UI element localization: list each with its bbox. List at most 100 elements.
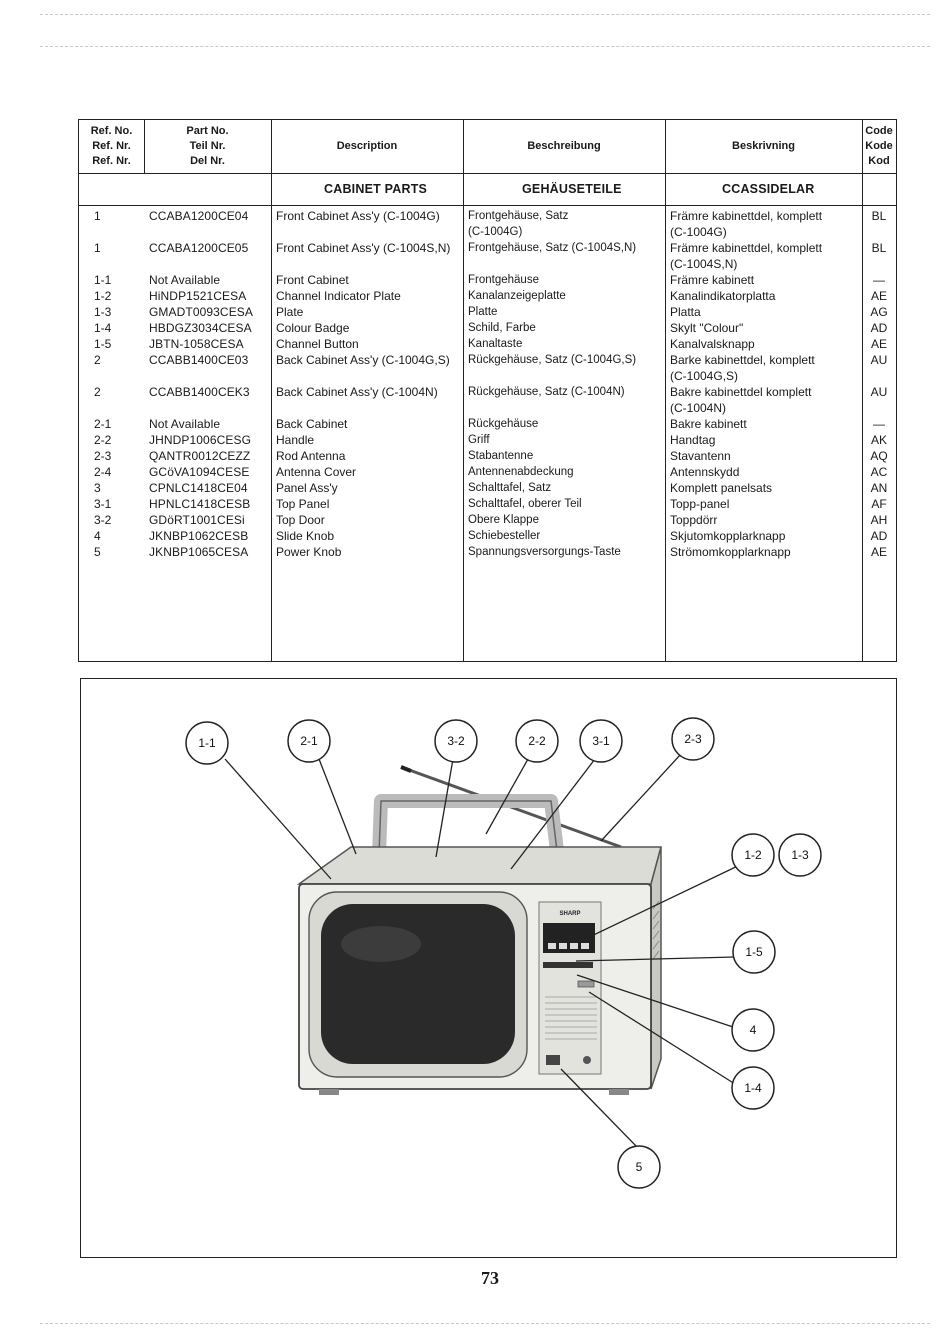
ref-no-cell: 1-2 xyxy=(94,289,112,303)
part-no-cell: HiNDP1521CESA xyxy=(149,289,247,303)
part-no-cell: JHNDP1006CESG xyxy=(149,433,252,447)
header-code-de: Kode xyxy=(865,140,893,152)
table-header: Ref. No. Ref. Nr. Ref. Nr. Part No. Teil… xyxy=(79,120,896,174)
parts-table: Ref. No. Ref. Nr. Ref. Nr. Part No. Teil… xyxy=(78,119,897,662)
beschreibung-cell: Spannungsversorgungs-Taste xyxy=(468,546,621,558)
description-cell: Panel Ass'y xyxy=(276,481,338,495)
callout-1-5 xyxy=(732,930,776,974)
callout-label-2-1: 2-1 xyxy=(300,734,318,748)
description-cell: Rod Antenna xyxy=(276,449,346,463)
price-code-cell: AE xyxy=(870,337,887,351)
exploded-figure: SHARP xyxy=(80,678,897,1258)
beskrivning-cell: Stavantenn xyxy=(670,449,731,463)
section-header: CABINET PARTS GEHÄUSETEILE CCASSIDELAR xyxy=(79,173,896,206)
price-code-cell: AK xyxy=(870,433,887,447)
ref-no-cell: 2 xyxy=(94,353,101,367)
section-title-sv: CCASSIDELAR xyxy=(722,182,815,196)
callout-label-2-2: 2-2 xyxy=(528,734,546,748)
beschreibung-cell: Schalttafel, oberer Teil xyxy=(468,498,582,510)
beschreibung-cell: Rückgehäuse, Satz (C-1004N) xyxy=(468,386,625,398)
description-cell: Colour Badge xyxy=(276,321,350,335)
callout-5 xyxy=(617,1145,661,1189)
ref-no-cell: 4 xyxy=(94,529,101,543)
section-title-de: GEHÄUSETEILE xyxy=(522,182,622,196)
header-beschreibung: Beschreibung xyxy=(463,120,665,173)
ref-no-cell: 3-1 xyxy=(94,497,112,511)
handle xyxy=(372,794,564,855)
beschreibung-cell: Schild, Farbe xyxy=(468,322,536,334)
beschreibung-cell: Kanalanzeigeplatte xyxy=(468,290,566,302)
beschreibung-cell: Frontgehäuse, Satz (C-1004G) xyxy=(468,210,569,238)
part-no-cell: GCöVA1094CESE xyxy=(149,465,250,479)
part-no-cell: CPNLC1418CE04 xyxy=(149,481,248,495)
ref-no-cell: 2-4 xyxy=(94,465,112,479)
part-no-cell: HPNLC1418CESB xyxy=(149,497,251,511)
beschreibung-cell: Griff xyxy=(468,434,490,446)
callout-1-4 xyxy=(731,1066,775,1110)
description-cell: Antenna Cover xyxy=(276,465,357,479)
callout-2-1 xyxy=(287,719,331,763)
description-cell: Front Cabinet Ass'y (C-1004S,N) xyxy=(276,241,451,255)
callout-3-2 xyxy=(434,719,478,763)
header-part: Part No. Teil Nr. Del Nr. xyxy=(144,120,271,173)
price-code-cell: AD xyxy=(870,529,888,543)
header-ref-en: Ref. No. xyxy=(90,125,133,137)
price-code-cell: AD xyxy=(870,321,888,335)
header-description: Description xyxy=(271,120,463,173)
description-cell: Back Cabinet Ass'y (C-1004G,S) xyxy=(276,353,450,367)
beskrivning-cell: Topp-panel xyxy=(670,497,730,511)
part-no-cell: GDöRT1001CESi xyxy=(149,513,245,527)
cabinet-top xyxy=(296,846,662,885)
callout-label-5: 5 xyxy=(636,1160,643,1174)
beskrivning-cell: Handtag xyxy=(670,433,716,447)
price-code-cell: AU xyxy=(870,353,888,367)
callout-label-4: 4 xyxy=(750,1023,757,1037)
beskrivning-cell: Toppdörr xyxy=(670,513,718,527)
part-no-cell: Not Available xyxy=(149,273,221,287)
ref-no-cell: 1-5 xyxy=(94,337,112,351)
ref-no-cell: 5 xyxy=(94,545,101,559)
price-code-cell: AF xyxy=(871,497,887,511)
col-divider xyxy=(144,120,145,173)
price-code-cell: AN xyxy=(870,481,888,495)
price-code-cell: — xyxy=(873,417,885,431)
part-no-cell: HBDGZ3034CESA xyxy=(149,321,252,335)
callout-label-3-2: 3-2 xyxy=(447,734,465,748)
ref-no-cell: 3-2 xyxy=(94,513,112,527)
beschreibung-cell: Rückgehäuse xyxy=(468,418,539,430)
header-beskrivning-label: Beskrivning xyxy=(732,140,795,152)
header-ref-sv: Ref. Nr. xyxy=(92,155,131,167)
brand-logo: SHARP xyxy=(559,911,580,917)
part-no-cell: CCABA1200CE04 xyxy=(149,209,249,223)
callout-label-1-4: 1-4 xyxy=(744,1081,762,1095)
part-no-cell: CCABA1200CE05 xyxy=(149,241,249,255)
ref-no-cell: 1-3 xyxy=(94,305,112,319)
price-code-cell: BL xyxy=(871,241,887,255)
part-no-cell: CCABB1400CEK3 xyxy=(149,385,250,399)
callout-label-2-3: 2-3 xyxy=(684,732,702,746)
beskrivning-cell: Främre kabinettdel, komplett (C-1004G) xyxy=(670,209,823,239)
ref-no-cell: 2-1 xyxy=(94,417,112,431)
callout-1-2 xyxy=(731,833,775,877)
header-beskrivning: Beskrivning xyxy=(665,120,862,173)
beskrivning-cell: Platta xyxy=(670,305,701,319)
callout-2-2 xyxy=(515,719,559,763)
slide-knob-track xyxy=(543,962,593,968)
header-part-de: Teil Nr. xyxy=(189,140,226,152)
description-cell: Front Cabinet Ass'y (C-1004G) xyxy=(276,209,440,223)
col-divider xyxy=(862,120,863,661)
callout-label-1-3: 1-3 xyxy=(791,848,809,862)
part-no-cell: JBTN-1058CESA xyxy=(149,337,244,351)
callout-label-1-5: 1-5 xyxy=(745,945,763,959)
description-cell: Top Panel xyxy=(276,497,330,511)
screen xyxy=(321,904,515,1064)
price-code-cell: AE xyxy=(870,289,887,303)
beschreibung-cell: Platte xyxy=(468,306,498,318)
leader-lines xyxy=(224,753,745,1148)
ref-no-cell: 1-1 xyxy=(94,273,112,287)
beschreibung-cell: Rückgehäuse, Satz (C-1004G,S) xyxy=(468,354,637,366)
ref-no-cell: 1-4 xyxy=(94,321,112,335)
beskrivning-cell: Strömomkopplarknapp xyxy=(670,545,791,559)
description-cell: Slide Knob xyxy=(276,529,335,543)
beschreibung-cell: Stabantenne xyxy=(468,450,534,462)
